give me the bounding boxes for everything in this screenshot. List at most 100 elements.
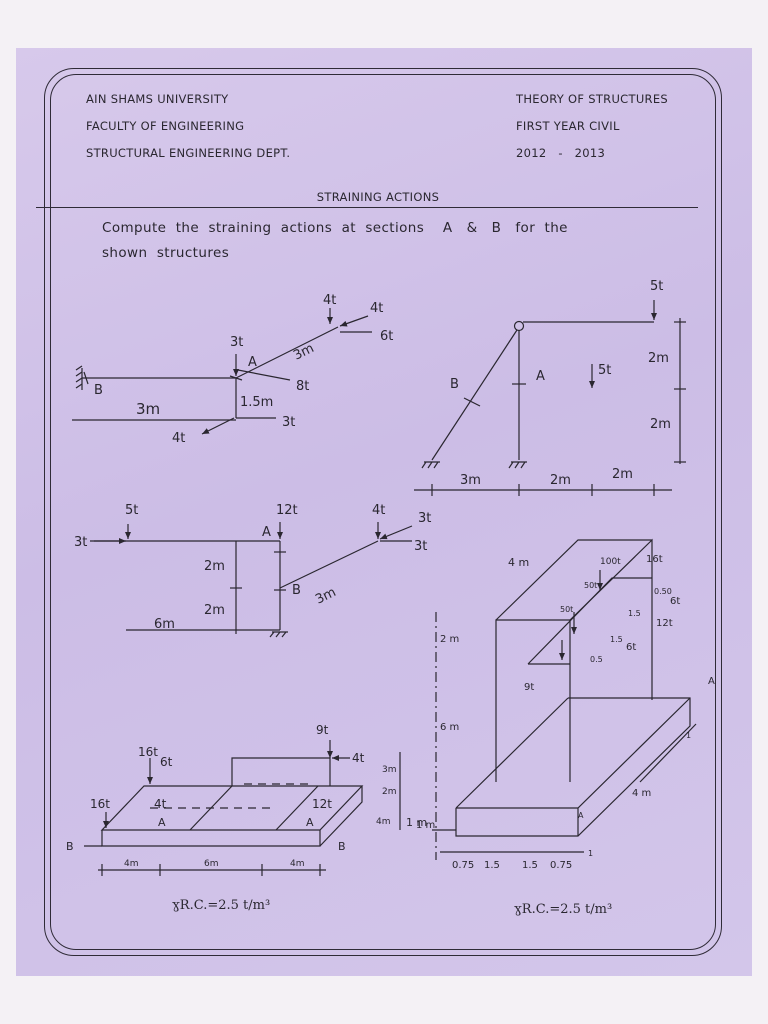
fig2-label-5t-top: 5t [650, 279, 663, 294]
instruction-line-2: shown structures [102, 245, 230, 261]
figure-3-frame [90, 522, 413, 638]
fig1-label-3t: 3t [230, 335, 243, 350]
fig3-label-6m: 6m [154, 617, 175, 632]
fig3-label-3t-lower: 3t [414, 539, 427, 554]
fig4-label-16t-top: 16t [138, 745, 158, 759]
fig4-label-A-right: A [306, 816, 314, 829]
fig5-label-0-75-a: 0.75 [452, 860, 474, 871]
fig5-label-50t-b: 50t [560, 605, 573, 614]
fig4-label-3m: 3m [382, 765, 397, 775]
fig2-label-2m-b: 2m [612, 467, 633, 482]
fig4-unit-weight: ɣR.C.=2.5 t/m³ [172, 898, 271, 913]
university-name: AIN SHAMS UNIVERSITY [86, 92, 229, 106]
fig1-support-hatch [75, 365, 83, 389]
fig2-label-2m-a: 2m [550, 473, 571, 488]
fig1-label-3m: 3m [136, 400, 160, 418]
fig3-fixed-support [269, 631, 288, 638]
figure-5-wall [432, 538, 697, 860]
fig5-label-1-5-a: 1.5 [628, 609, 641, 618]
fig2-label-5t-mid: 5t [598, 363, 611, 378]
fig4-label-16t-left: 16t [90, 797, 110, 811]
fig3-label-12t: 12t [276, 503, 298, 518]
figure-2-frame [414, 300, 686, 496]
fig5-label-A-base: A [578, 811, 584, 820]
instruction: Compute the straining actions at section… [102, 216, 662, 266]
fig5-label-1-5-c: 1.5 [484, 860, 500, 871]
fig4-label-4t-inner: 4t [154, 797, 167, 811]
fig3-label-4t: 4t [372, 503, 385, 518]
border-frame-inner [50, 74, 716, 950]
academic-year: 2012 - 2013 [516, 146, 606, 160]
fig4-label-6m: 6m [204, 859, 219, 869]
topic-title: STRAINING ACTIONS [316, 190, 440, 204]
fig1-label-4t-top: 4t [323, 293, 336, 308]
fig4-slab-front [101, 830, 321, 847]
fig3-label-A: A [262, 525, 271, 540]
figure-1-cantilever [72, 308, 372, 435]
fig4-label-2m: 2m [382, 787, 397, 797]
fig3-label-3t-upper: 3t [418, 511, 431, 526]
fig5-dim-4m [639, 723, 697, 783]
fig1-label-4t-bottom: 4t [172, 431, 185, 446]
course-title: THEORY OF STRUCTURES [516, 92, 669, 106]
instruction-line-1: Compute the straining actions at section… [102, 220, 568, 236]
fig4-label-B-right: B [338, 840, 346, 853]
fig5-label-100t: 100t [600, 557, 621, 567]
fig1-section-B-mark [83, 371, 89, 385]
fig5-label-12t: 12t [656, 618, 673, 629]
fig1-label-B: B [94, 383, 103, 398]
fig2-label-2m-lower: 2m [650, 417, 671, 432]
fig1-load-4t-right [339, 315, 369, 327]
fig5-shelf [527, 577, 652, 665]
fig5-label-6t-b: 6t [626, 642, 636, 653]
fig2-label-B: B [450, 377, 459, 392]
fig5-label-0-5: 0.5 [590, 655, 603, 664]
fig5-label-0-75-b: 0.75 [550, 860, 572, 871]
fig5-label-16t: 16t [646, 554, 663, 565]
fig5-unit-weight: ɣR.C.=2.5 t/m³ [514, 902, 613, 917]
fig5-label-2m: 2 m [440, 634, 459, 645]
fig5-label-50t-a: 50t [584, 581, 597, 590]
fig5-label-4m-right: 4 m [632, 788, 651, 799]
fig5-label-4m-top: 4 m [508, 556, 529, 569]
department-name: STRUCTURAL ENGINEERING DEPT. [86, 146, 291, 160]
fig3-label-2m-lower: 2m [204, 603, 225, 618]
fig5-label-6m: 6 m [440, 722, 459, 733]
fig2-label-A: A [536, 369, 545, 384]
fig2-inclined-strut [431, 329, 518, 461]
fig5-base-slab-edges [455, 697, 691, 836]
fig5-label-1-5-b: 1.5 [610, 635, 623, 644]
border-frame-outer [44, 68, 722, 956]
exam-sheet [16, 48, 752, 976]
fig1-load-8t-line [237, 369, 291, 381]
fig4-hidden-lines [150, 783, 310, 809]
fig1-label-3t-bottom: 3t [282, 415, 295, 430]
fig4-label-B-left: B [66, 840, 74, 853]
fig5-base-slab [455, 697, 691, 837]
fig2-support-right [508, 461, 527, 469]
fig1-label-4t-right: 4t [370, 301, 383, 316]
fig1-label-A: A [248, 355, 257, 370]
fig4-label-1m: 1 m [406, 816, 427, 829]
fig5-label-6t-a: 6t [670, 596, 680, 607]
fig5-label-1m: 1 m [416, 820, 435, 831]
fig3-label-5t: 5t [125, 503, 138, 518]
fig5-label-1-right: 1 [686, 731, 691, 740]
fig4-label-6t: 6t [160, 755, 173, 769]
fig3-label-3m: 3m [313, 585, 338, 608]
fig4-label-9t: 9t [316, 723, 329, 737]
fig4-raised-wall [231, 757, 331, 786]
header-divider [36, 207, 698, 208]
fig1-label-1-5m: 1.5m [240, 395, 273, 410]
fig1-section-A-mark [229, 375, 243, 381]
fig3-load-3t-upper [379, 525, 413, 540]
fig1-inclined-member [235, 326, 339, 379]
fig2-support-left [421, 461, 440, 469]
fig2-hinge [513, 320, 525, 332]
fig5-label-A-top: A [708, 676, 715, 687]
fig1-label-6t: 6t [380, 329, 393, 344]
fig4-slab-side [319, 786, 363, 847]
fig3-inclined-member [279, 540, 379, 589]
fig2-label-2m-upper: 2m [648, 351, 669, 366]
